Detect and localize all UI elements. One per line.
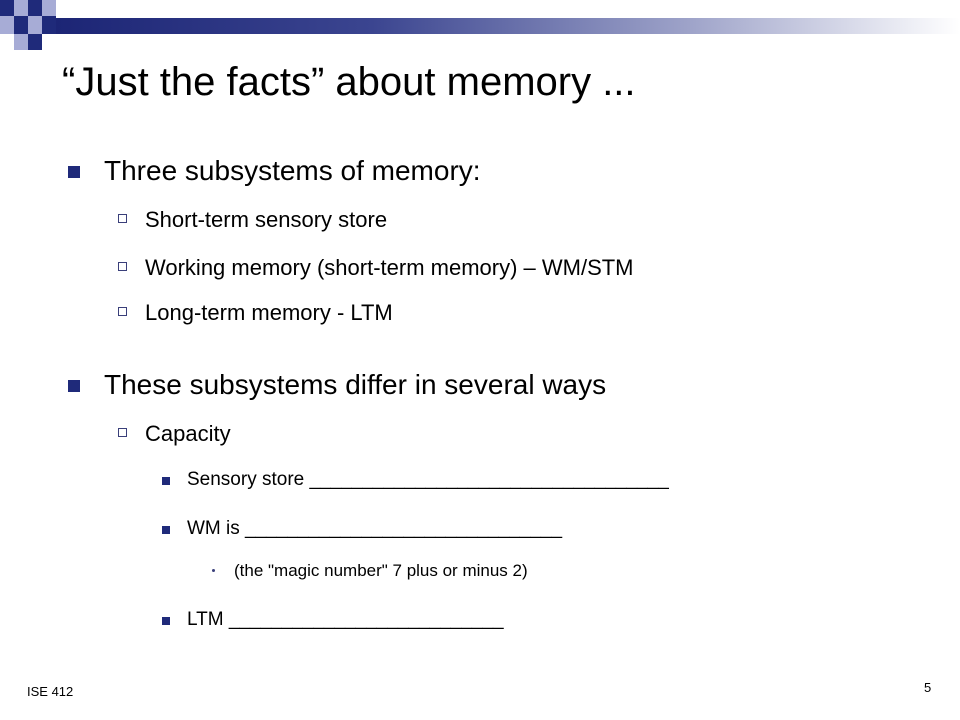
dot-bullet-icon	[212, 569, 215, 572]
bullet-text: Sensory store __________________________…	[187, 469, 669, 490]
corner-decoration-square	[42, 16, 56, 34]
small-square-bullet-icon	[162, 526, 170, 534]
corner-decoration-square	[14, 16, 28, 34]
bullet-text: Working memory (short-term memory) – WM/…	[145, 255, 634, 280]
bullet-text: Three subsystems of memory:	[104, 155, 481, 186]
bullet-text: Long-term memory - LTM	[145, 300, 393, 325]
title-gradient-bar	[56, 18, 960, 34]
bullet-text: WM is ______________________________	[187, 518, 563, 539]
hollow-square-bullet-icon	[118, 262, 127, 271]
bullet-text: These subsystems differ in several ways	[104, 369, 607, 400]
small-square-bullet-icon	[162, 477, 170, 485]
bullet-text: Capacity	[145, 421, 231, 446]
corner-decoration-square	[42, 0, 56, 16]
slide-number: 5	[924, 680, 932, 695]
corner-decoration-square	[0, 0, 14, 16]
square-bullet-icon	[68, 380, 80, 392]
corner-decoration-square	[28, 34, 42, 50]
hollow-square-bullet-icon	[118, 428, 127, 437]
corner-decoration-square	[14, 34, 28, 50]
bullet-text: (the "magic number" 7 plus or minus 2)	[234, 561, 528, 580]
slide-title: “Just the facts” about memory ...	[62, 60, 636, 104]
corner-decoration-square	[28, 16, 42, 34]
bullet-text: LTM __________________________	[187, 609, 504, 630]
square-bullet-icon	[68, 166, 80, 178]
corner-decoration-square	[0, 16, 14, 34]
footer-course-label: ISE 412	[27, 684, 74, 699]
corner-decoration-square	[28, 0, 42, 16]
corner-decoration-square	[14, 0, 28, 16]
hollow-square-bullet-icon	[118, 214, 127, 223]
bullet-text: Short-term sensory store	[145, 207, 388, 232]
hollow-square-bullet-icon	[118, 307, 127, 316]
small-square-bullet-icon	[162, 617, 170, 625]
